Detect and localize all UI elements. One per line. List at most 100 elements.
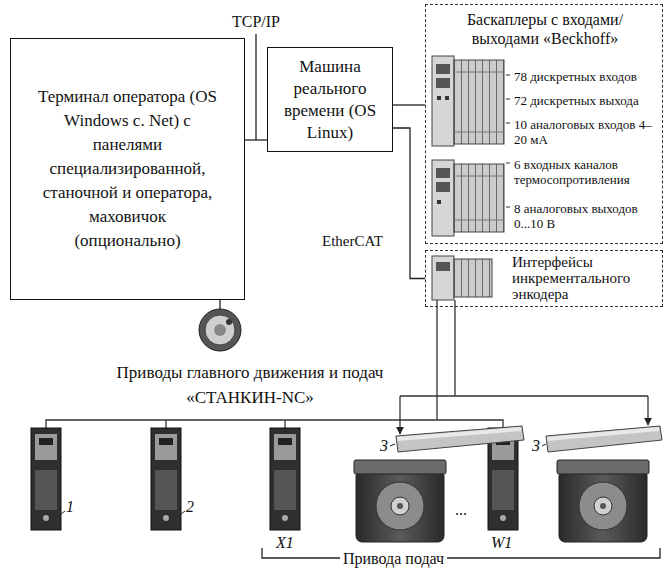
scale-highlight <box>547 427 659 441</box>
drive-screw <box>163 515 169 521</box>
bus-coupler <box>432 56 454 146</box>
protocol-label: TCP/IP <box>226 12 286 31</box>
drive-panel <box>155 434 177 460</box>
drive-housing <box>151 428 181 530</box>
drive-screw <box>500 515 506 521</box>
scale-highlight <box>397 427 521 441</box>
handwheel-hub <box>214 324 226 336</box>
leader-line <box>506 99 510 100</box>
status-led <box>437 200 441 204</box>
handwheel <box>199 309 241 351</box>
terminal-divider <box>454 72 504 73</box>
io-count-note: 6 входных каналов термосопротивления <box>514 157 660 187</box>
bus-connector <box>245 139 267 140</box>
terminal-divider <box>454 220 504 221</box>
drive-housing <box>270 428 300 530</box>
drive-panel <box>35 434 57 460</box>
encoder-line <box>647 396 648 425</box>
linear-scale <box>546 426 662 452</box>
leader-line <box>390 444 395 446</box>
leader-line <box>506 123 510 124</box>
encoder-terminals <box>454 259 492 297</box>
bus-connector <box>393 128 425 279</box>
handwheel-cable <box>219 300 220 309</box>
bus-label: EtherCAT <box>322 232 383 250</box>
encoder-line <box>399 396 400 434</box>
ethercat-port <box>436 78 450 88</box>
motor-face <box>376 482 424 530</box>
drive-connectors <box>274 470 296 510</box>
group-caption: Привода подач <box>340 549 447 568</box>
drive-panel <box>274 434 296 460</box>
drive-connectors <box>492 470 514 510</box>
callout-number: 1 <box>66 497 74 516</box>
leader-line <box>61 511 65 514</box>
io-count-note: 10 аналоговых входов 4–20 мА <box>514 117 660 147</box>
servo-drive <box>270 428 300 530</box>
ethercat-port <box>436 262 450 271</box>
encoder-line <box>400 300 648 396</box>
drive-connectors <box>155 470 177 510</box>
handwheel-knob <box>226 319 232 325</box>
encoder-interface-box: Интерфейсы инкрементального энкодера <box>425 250 663 307</box>
motor-shaft <box>594 497 612 515</box>
io-terminals <box>454 60 504 144</box>
motor-flange <box>557 460 649 474</box>
axis-label: W1 <box>491 533 512 552</box>
motor-flange <box>354 460 446 474</box>
terminal-box: Терминал оператора (OS Windows с. Net) с… <box>10 38 245 300</box>
drive-display <box>159 438 173 445</box>
servo-motor <box>354 460 446 542</box>
motor-body <box>356 470 444 542</box>
bus-connector <box>393 104 425 105</box>
callout-number: 3 <box>380 436 388 455</box>
servo-drive <box>31 428 61 530</box>
io-coupler-group: Баскаплеры с входами/ выходами «Beckhoff… <box>425 4 663 244</box>
motor-shaft-center <box>397 503 403 509</box>
box-text: Интерфейсы инкрементального энкодера <box>512 254 660 302</box>
motor-shaft <box>391 497 409 515</box>
drive-screw <box>282 515 288 521</box>
drive-display <box>39 438 53 445</box>
servo-motor <box>557 460 649 542</box>
handwheel-dial <box>205 315 235 345</box>
leader-line <box>506 75 510 76</box>
terminal-divider <box>454 132 504 133</box>
group-bracket <box>262 548 660 558</box>
box-text: Терминал оператора (OS Windows с. Net) с… <box>35 85 220 253</box>
leader-line <box>506 163 510 164</box>
drive-screw <box>43 515 49 521</box>
group-caption: Приводы главного движения и подач «СТАНК… <box>110 360 390 410</box>
leader-line <box>506 207 510 208</box>
leader-line <box>542 444 546 446</box>
motor-shaft-center <box>600 503 606 509</box>
box-text: Машина реального времени (OS Linux) <box>275 56 386 144</box>
drive-display <box>278 438 292 445</box>
status-led <box>445 96 449 100</box>
motor-face <box>579 482 627 530</box>
drive-housing <box>31 428 61 530</box>
io-count-note: 8 аналоговых выходов 0...10 В <box>514 201 660 231</box>
callout-number: 2 <box>186 497 194 516</box>
io-count-note: 72 дискретных выхода <box>514 93 660 108</box>
status-led <box>437 96 441 100</box>
leader-line <box>181 511 185 514</box>
terminal-divider <box>454 176 504 177</box>
bus-coupler <box>432 256 454 300</box>
linear-scale <box>396 426 524 452</box>
realtime-machine-box: Машина реального времени (OS Linux) <box>267 47 393 152</box>
io-terminals <box>454 164 504 232</box>
callout-number: 3 <box>532 436 540 455</box>
servo-drive <box>151 428 181 530</box>
bus-coupler <box>432 160 454 236</box>
axis-label: X1 <box>276 533 294 552</box>
ethercat-port <box>436 168 450 178</box>
drive-connectors <box>35 470 57 510</box>
ellipsis-mark: ... <box>455 500 467 519</box>
group-heading: Баскаплеры с входами/ выходами «Beckhoff… <box>445 10 645 48</box>
io-count-note: 78 дискретных входов <box>514 69 660 84</box>
ethercat-port <box>436 182 450 192</box>
ethercat-port <box>436 64 450 74</box>
drive-bus <box>46 300 503 428</box>
motor-body <box>559 470 647 542</box>
